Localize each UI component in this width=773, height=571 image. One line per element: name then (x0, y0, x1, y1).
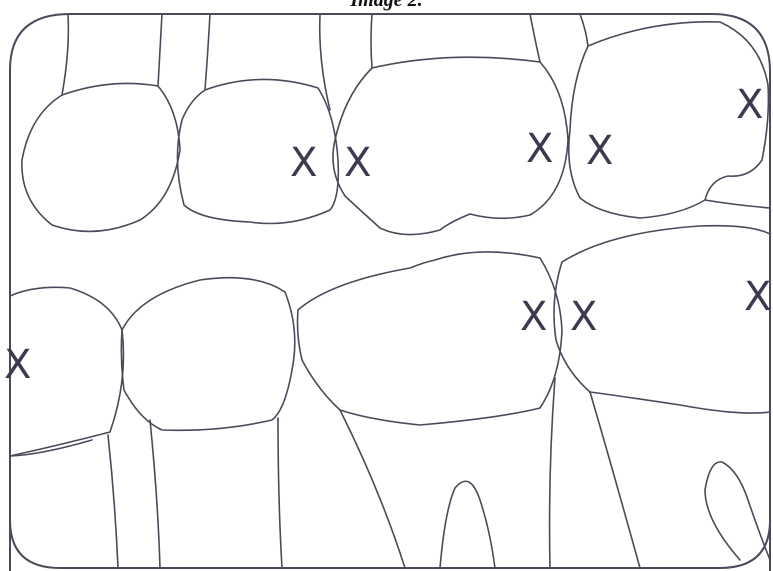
diagram-frame-bottom (10, 520, 770, 568)
x-markers: X X X X X X X X X (4, 82, 771, 388)
x-marker: X (520, 294, 547, 340)
x-marker: X (290, 140, 317, 186)
x-marker: X (526, 126, 553, 172)
lower-tooth-2 (121, 278, 294, 431)
x-marker: X (586, 128, 613, 174)
x-marker: X (4, 342, 31, 388)
x-marker: X (744, 274, 771, 320)
diagram-frame (10, 14, 770, 571)
lower-roots (10, 378, 770, 568)
upper-teeth (22, 22, 770, 235)
lower-teeth (10, 226, 770, 456)
x-marker: X (736, 82, 763, 128)
upper-tooth-1 (22, 83, 180, 231)
x-marker: X (344, 140, 371, 186)
upper-roots (62, 14, 588, 110)
x-marker: X (570, 294, 597, 340)
